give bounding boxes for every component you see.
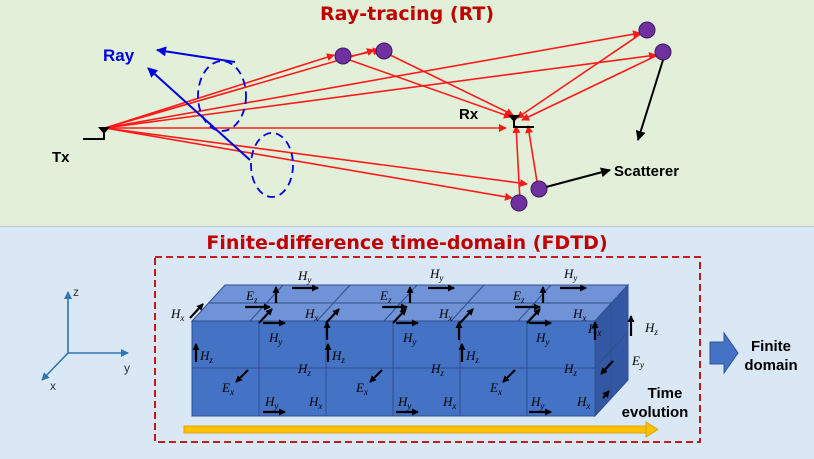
field-label-hx: Hx bbox=[438, 306, 452, 323]
tx-label: Tx bbox=[52, 149, 70, 166]
field-label-hy: Hy bbox=[264, 394, 278, 411]
ray-paths bbox=[104, 30, 663, 202]
scatterer-dot bbox=[638, 21, 656, 39]
coordinate-axes bbox=[41, 291, 129, 381]
rt-panel bbox=[0, 0, 814, 226]
field-label-ey: Ey bbox=[631, 353, 644, 370]
field-label-hy: Hy bbox=[402, 330, 416, 347]
rt-title: Ray-tracing (RT) bbox=[320, 3, 494, 25]
ray-path bbox=[104, 30, 641, 129]
field-label-hy: Hy bbox=[530, 394, 544, 411]
ray-path bbox=[104, 127, 513, 201]
field-label-hx: Hx bbox=[308, 394, 322, 411]
axis-z-label: z bbox=[73, 285, 79, 299]
ray-path bbox=[104, 127, 528, 188]
field-label-hz: Hz bbox=[644, 320, 658, 337]
ray-path bbox=[383, 51, 514, 116]
domain-label: domain bbox=[744, 357, 797, 374]
field-label-hz: Hz bbox=[199, 348, 213, 365]
field-label-hx: Hx bbox=[572, 306, 586, 323]
scatterer-pointer bbox=[545, 167, 611, 188]
axis-y-label: y bbox=[124, 361, 130, 375]
time-label: Time bbox=[648, 385, 683, 402]
ray-label: Ray bbox=[103, 46, 135, 65]
field-label-hy: Hy bbox=[429, 266, 443, 283]
field-label-ez: Ez bbox=[512, 288, 525, 305]
scatterers bbox=[334, 21, 672, 212]
scatterer-label: Scatterer bbox=[614, 163, 679, 180]
axis-x-label: x bbox=[50, 379, 56, 393]
fdtd-domain-box bbox=[154, 256, 701, 443]
field-arrows bbox=[189, 284, 635, 416]
field-label-ex: Ex bbox=[221, 380, 234, 397]
ray-path bbox=[104, 53, 335, 129]
field-label-ez: Ez bbox=[245, 288, 258, 305]
ray-path bbox=[521, 52, 663, 121]
field-label-hy: Hy bbox=[397, 394, 411, 411]
fdtd-title: Finite-difference time-domain (FDTD) bbox=[206, 232, 607, 254]
wavefront-ellipse bbox=[250, 132, 294, 198]
field-label-ex: Ex bbox=[489, 380, 502, 397]
field-label-ex: Ex bbox=[355, 380, 368, 397]
ray-path bbox=[104, 51, 657, 129]
field-label-hz: Hz bbox=[331, 348, 345, 365]
rx-label: Rx bbox=[459, 106, 479, 123]
wavefront-ellipse bbox=[197, 60, 247, 132]
ray-arrow bbox=[156, 46, 236, 63]
scatterer-dot bbox=[530, 180, 548, 198]
ray-arrow bbox=[147, 67, 251, 161]
field-label-hx: Hx bbox=[170, 306, 184, 323]
field-label-hx: Hx bbox=[576, 394, 590, 411]
ray-path bbox=[516, 30, 646, 119]
field-label-hy: Hy bbox=[535, 330, 549, 347]
finite-label: Finite bbox=[751, 338, 791, 355]
field-label-hz: Hz bbox=[563, 361, 577, 378]
field-label-hx: Hx bbox=[442, 394, 456, 411]
field-label-hx: Hx bbox=[304, 306, 318, 323]
time-evolution-arrow bbox=[183, 421, 659, 438]
scatterer-dot bbox=[375, 42, 393, 60]
field-label-hz: Hz bbox=[430, 361, 444, 378]
field-label-hy: Hy bbox=[297, 268, 311, 285]
ray-path bbox=[104, 48, 375, 129]
field-label-hy: Hy bbox=[268, 330, 282, 347]
scatterer-dot bbox=[510, 194, 528, 212]
field-label-hz: Hz bbox=[465, 348, 479, 365]
evolution-label: evolution bbox=[622, 404, 689, 421]
ray-path bbox=[343, 57, 512, 119]
finite-domain-arrow-icon bbox=[709, 331, 739, 375]
rx-antenna-icon bbox=[508, 115, 534, 128]
ray-path bbox=[525, 125, 539, 189]
scatterer-dot bbox=[334, 47, 352, 65]
field-label-hx: Hx bbox=[587, 321, 601, 338]
ray-path bbox=[512, 125, 521, 202]
scatterer-pointer bbox=[635, 59, 664, 141]
field-label-ez: Ez bbox=[379, 288, 392, 305]
field-label-hz: Hz bbox=[297, 361, 311, 378]
scatterer-dot bbox=[654, 43, 672, 61]
tx-antenna-icon bbox=[83, 127, 110, 140]
field-label-hy: Hy bbox=[563, 266, 577, 283]
